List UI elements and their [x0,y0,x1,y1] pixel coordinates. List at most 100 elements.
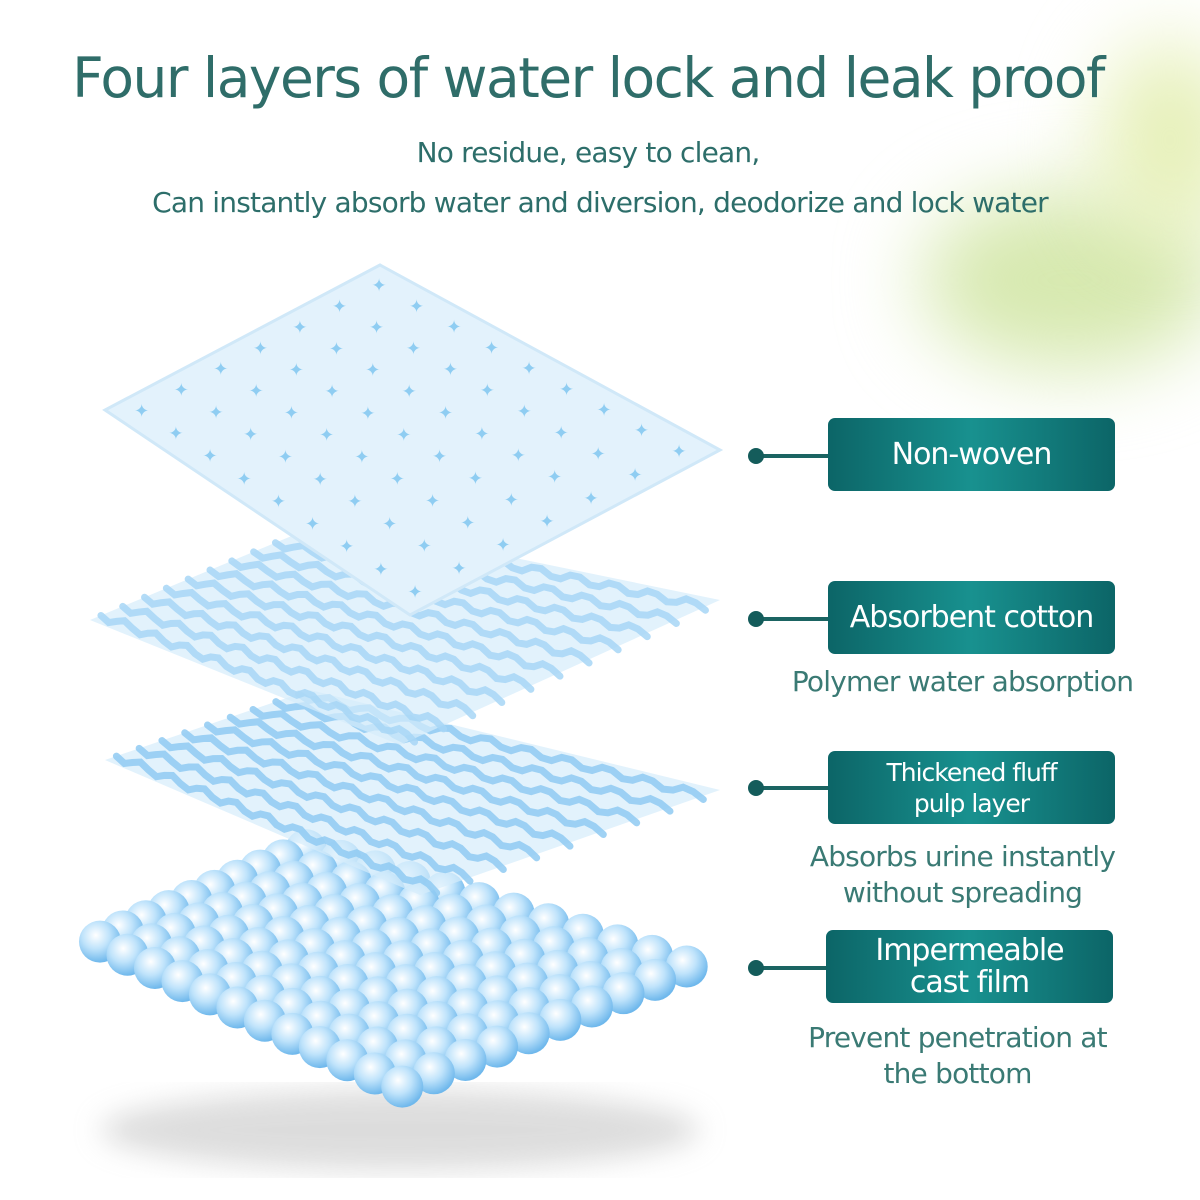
cross-dot-pattern: ✦ [213,359,228,380]
cross-dot-pattern: ✦ [432,447,447,468]
connector-dot [748,448,764,464]
fiber-strand [162,584,506,707]
sphere [381,1065,424,1108]
cross-dot-pattern: ✦ [289,360,304,381]
cross-dot-pattern: ✦ [347,492,362,513]
cross-dot-pattern: ✦ [417,536,432,557]
desc-line: Absorbs urine instantly [809,840,1116,873]
cross-dot-pattern: ✦ [554,423,569,444]
label-line: cast film [909,964,1030,1000]
connector-line [748,448,828,464]
fiber-strand [158,737,507,874]
cross-dot-pattern: ✦ [360,403,375,424]
cross-dot-pattern: ✦ [480,381,495,402]
cross-dot-pattern: ✦ [313,469,328,490]
cross-dot-pattern: ✦ [332,297,347,318]
cross-dot-pattern: ✦ [249,381,264,402]
cross-dot-pattern: ✦ [591,444,606,465]
sphere [602,972,645,1015]
page-title: Four layers of water lock and leak proof [72,46,1105,110]
cross-dot-pattern: ✦ [134,401,149,422]
cross-dot-pattern: ✦ [634,421,649,442]
cross-dot-pattern: ✦ [305,514,320,535]
cross-dot-pattern: ✦ [438,403,453,424]
cross-dot-pattern: ✦ [203,446,218,467]
subtitle-line-2: Can instantly absorb water and diversion… [152,186,1049,219]
cross-dot-pattern: ✦ [319,425,334,446]
cross-dot-pattern: ✦ [443,360,458,381]
connector-line [748,780,828,796]
sphere [507,1012,550,1055]
cross-dot-pattern: ✦ [396,425,411,446]
cross-dot-pattern: ✦ [390,469,405,490]
cross-dot-pattern: ✦ [292,317,307,338]
absorbent-cotton-layer [90,520,720,746]
cross-dot-pattern: ✦ [408,582,423,603]
connector-dot [748,780,764,796]
cross-dot-pattern: ✦ [168,424,183,445]
fiber-strand [181,729,541,862]
fiber-strand [97,611,419,746]
cross-dot-pattern: ✦ [278,447,293,468]
cross-dot-pattern: ✦ [474,424,489,445]
cross-dot-pattern: ✦ [672,441,687,462]
cross-dot-pattern: ✦ [253,338,268,359]
cross-dot-pattern: ✦ [174,380,189,401]
cross-dot-pattern: ✦ [372,276,387,297]
cross-dot-pattern: ✦ [425,491,440,512]
cross-dot-pattern: ✦ [354,447,369,468]
label-absorbent-cotton: Absorbent cotton [828,581,1115,654]
sphere [476,1025,519,1068]
cross-dot-pattern: ✦ [597,400,612,421]
cross-dot-pattern: ✦ [559,379,574,400]
cross-dot-pattern: ✦ [517,402,532,423]
desc-line: without spreading [842,876,1083,909]
cross-dot-pattern: ✦ [329,339,344,360]
cross-dot-pattern: ✦ [584,488,599,509]
sphere [570,985,613,1028]
sphere [444,1038,487,1081]
fiber-strand [206,566,564,680]
cross-dot-pattern: ✦ [540,512,555,533]
fiber-strand [226,713,607,839]
cross-dot-pattern: ✦ [208,402,223,423]
diaper-layers-illustration: ✦ ✦ ✦ ✦ ✦ ✦ ✦ ✦ ✦ ✦ ✦ ✦ ✦ ✦ ✦ ✦ ✦ ✦ ✦ ✦ ✦ ✦ ✦ ✦ ✦ ✦ ✦ ✦ ✦ ✦ ✦ ✦ ✦ ✦ ✦ ✦ ✦ ✦ ✦ ✦… [78,263,724,1170]
cross-dot-pattern: ✦ [339,537,354,558]
cross-dot-pattern: ✦ [468,468,483,489]
non-woven-layer: ✦ ✦ ✦ ✦ ✦ ✦ ✦ ✦ ✦ ✦ ✦ ✦ ✦ ✦ ✦ ✦ ✦ ✦ ✦ ✦ ✦ ✦ ✦ ✦ ✦ ✦ ✦ ✦ ✦ ✦ ✦ ✦ ✦ ✦ ✦ ✦ ✦ ✦ ✦ ✦… [102,263,724,617]
cross-dot-pattern: ✦ [373,559,388,580]
cross-dot-pattern: ✦ [284,403,299,424]
cross-dot-pattern: ✦ [365,360,380,381]
label-line: Thickened fluff [886,757,1057,787]
cross-dot-pattern: ✦ [271,491,286,512]
connector-line [748,611,828,627]
fiber-strand [119,602,448,733]
cross-dot-pattern: ✦ [628,465,643,486]
desc-line: the bottom [883,1057,1032,1090]
impermeable-film-layer [78,829,708,1170]
cross-dot-pattern: ✦ [504,490,519,511]
sphere [665,945,708,988]
connector-dot [748,960,764,976]
cross-dot-pattern: ✦ [409,296,424,317]
cross-dot-pattern: ✦ [237,469,252,490]
cross-dot-pattern: ✦ [402,382,417,403]
sphere [539,998,582,1041]
fiber-strand [112,752,441,897]
desc-absorbent-cotton: Polymer water absorption [791,665,1134,698]
fiber-strand [184,575,535,693]
cross-dot-pattern: ✦ [325,382,340,403]
cross-dot-pattern: ✦ [447,317,462,338]
fluff-pulp-layer [105,690,720,897]
cross-dot-pattern: ✦ [452,558,467,579]
label-line: Impermeable [875,932,1064,968]
cross-dot-pattern: ✦ [406,339,421,360]
cross-dot-pattern: ✦ [496,535,511,556]
cross-dot-pattern: ✦ [369,318,384,339]
fiber-strand [204,721,574,850]
connector-dot [748,611,764,627]
cross-dot-pattern: ✦ [382,514,397,535]
label-non-woven: Non-woven [828,418,1115,491]
